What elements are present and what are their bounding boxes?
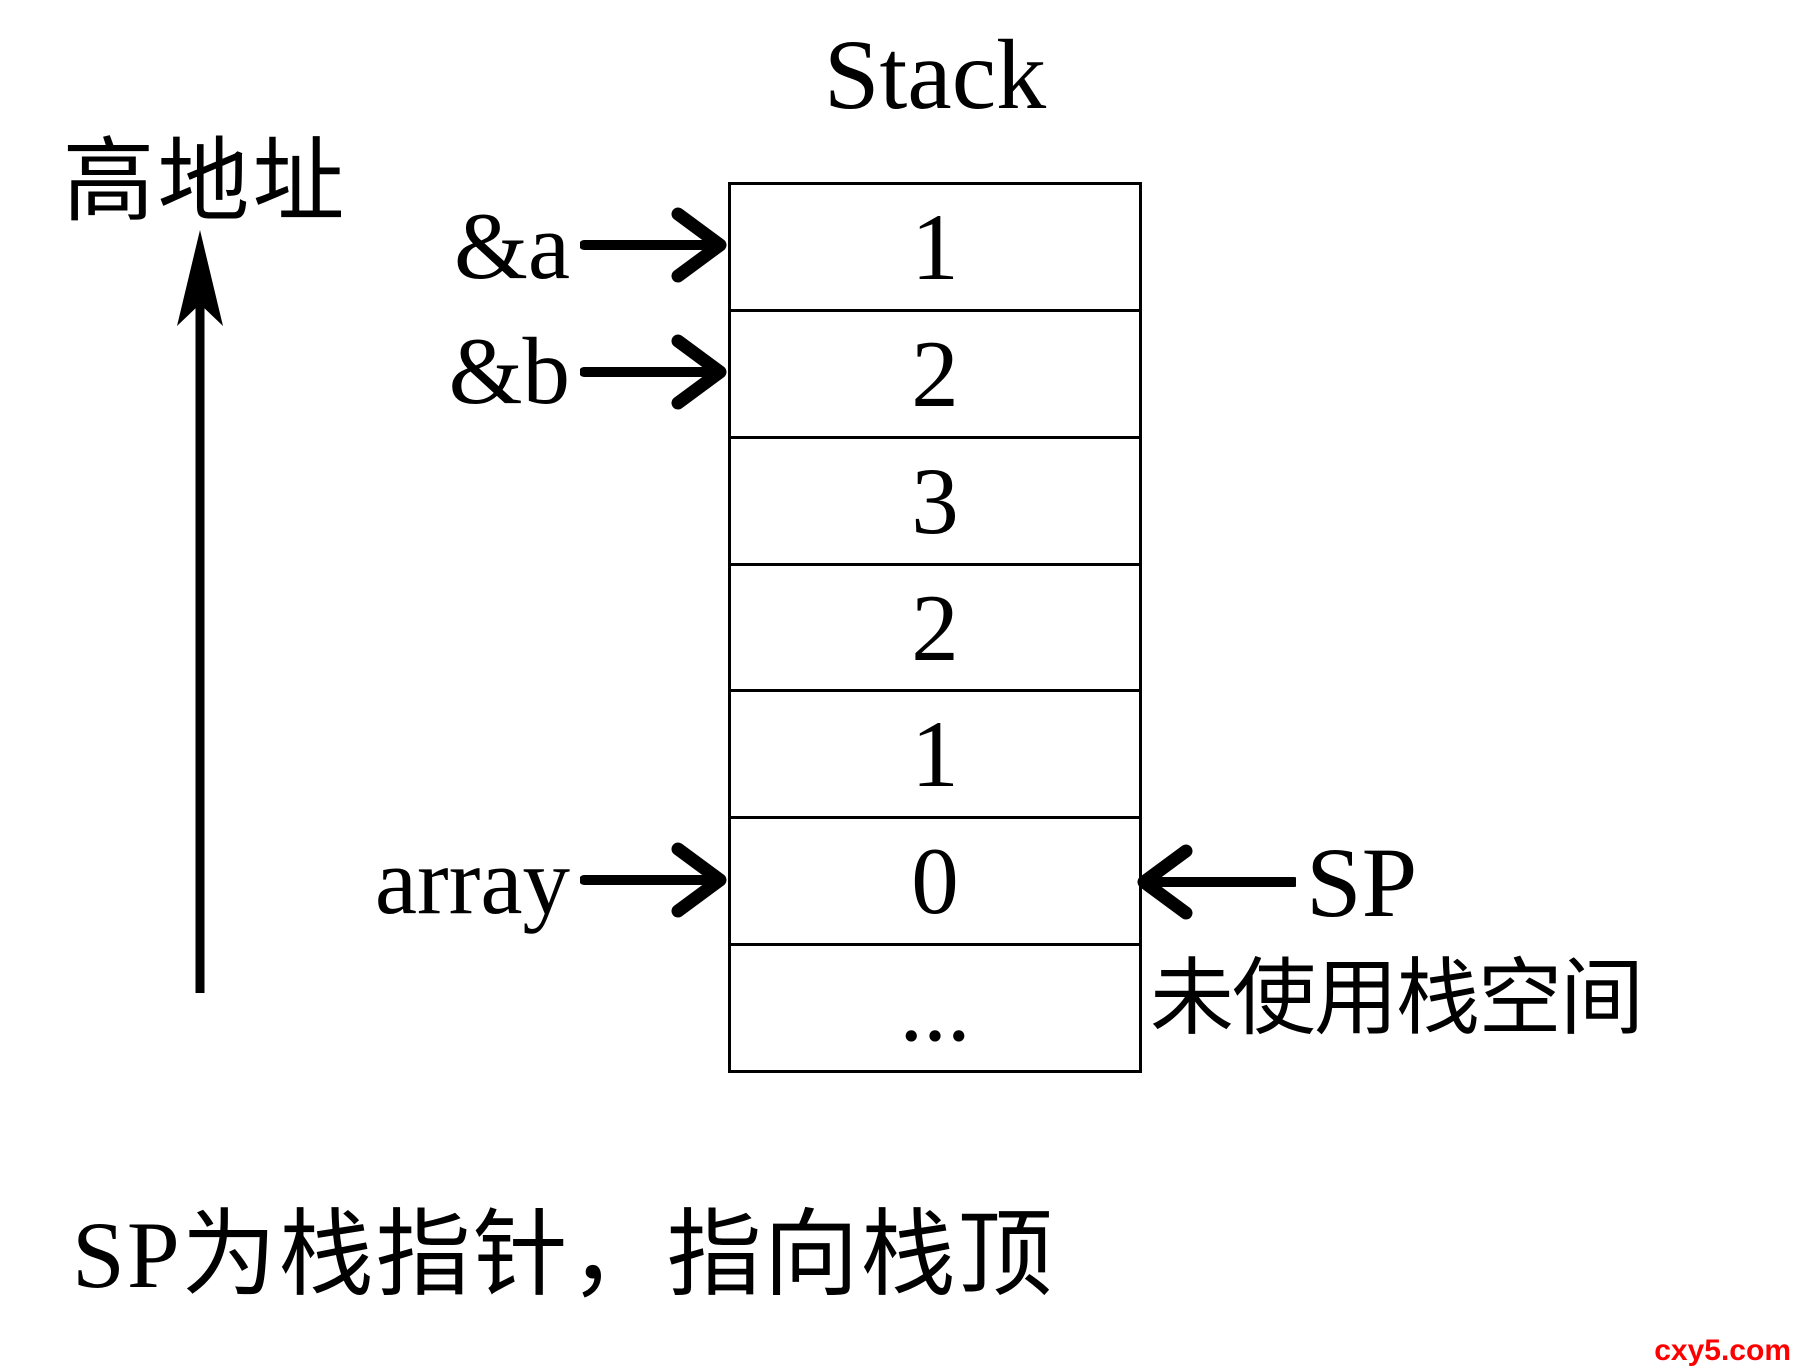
pointer-array-label: array xyxy=(374,828,570,934)
unused-stack-space-label: 未使用栈空间 xyxy=(1150,953,1644,1046)
stack-cell: 1 xyxy=(731,689,1139,816)
stack-cell-value: 0 xyxy=(911,828,959,935)
stack-cell: 0 xyxy=(731,816,1139,943)
stack-cell: ... xyxy=(731,943,1139,1070)
stack-box: 1 2 3 2 1 0 ... xyxy=(728,182,1142,1073)
stack-cell: 3 xyxy=(731,435,1139,563)
page-title: Stack xyxy=(823,19,1047,130)
stack-cell-value: ... xyxy=(899,955,971,1062)
left-arrow-icon xyxy=(1137,844,1296,920)
high-address-label: 高地址 xyxy=(62,131,348,233)
stack-cell-value: 2 xyxy=(911,320,959,427)
right-arrow-icon xyxy=(580,842,727,918)
sp-pointer-label: SP xyxy=(1306,827,1418,938)
right-arrow-icon xyxy=(580,207,727,283)
stack-cell-value: 3 xyxy=(911,447,959,554)
caption-text: SP为栈指针，指向栈顶 xyxy=(72,1202,1055,1308)
stack-cell: 2 xyxy=(731,308,1139,436)
watermark-text: cxy5.com xyxy=(1654,1334,1791,1367)
right-arrow-icon xyxy=(580,334,727,410)
up-arrow-icon xyxy=(177,230,223,993)
stack-cell-value: 1 xyxy=(911,701,959,808)
stack-cell: 1 xyxy=(731,185,1139,309)
stack-cell: 2 xyxy=(731,562,1139,690)
pointer-b-label: &b xyxy=(448,318,570,424)
stack-cell-value: 1 xyxy=(911,193,959,300)
pointer-a-label: &a xyxy=(453,193,570,299)
stack-cell-value: 2 xyxy=(911,574,959,681)
